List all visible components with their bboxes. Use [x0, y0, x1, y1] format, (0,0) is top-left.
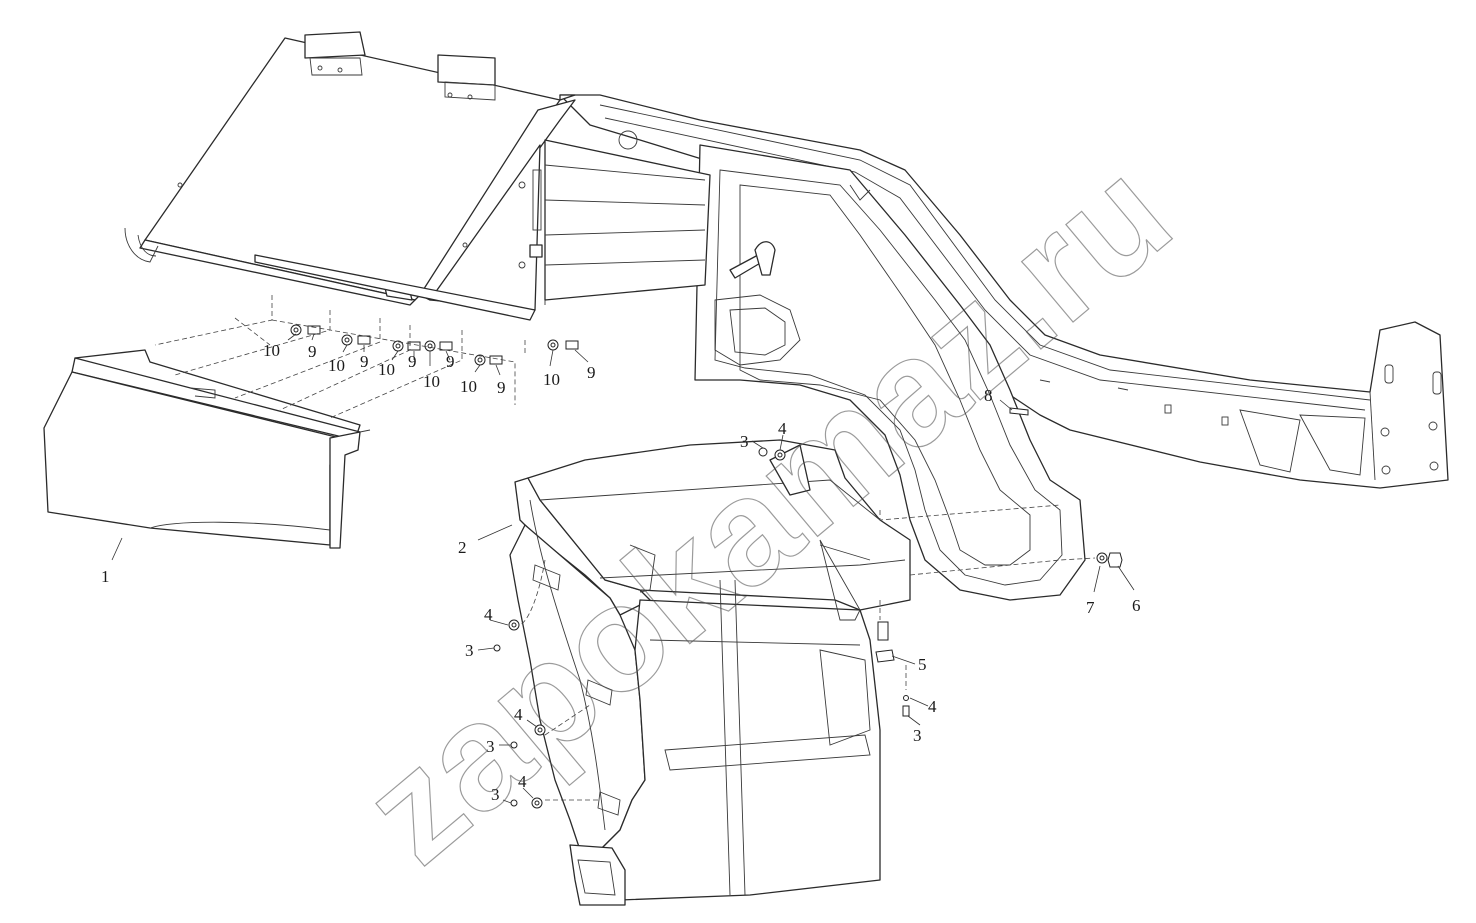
callout-5: 5: [918, 655, 927, 674]
callout-4: 4: [514, 705, 523, 724]
callout-4: 4: [518, 772, 527, 791]
callout-3: 3: [491, 785, 500, 804]
callout-2: 2: [458, 538, 467, 557]
callout-10: 10: [378, 360, 395, 379]
fasteners: [290, 324, 1123, 809]
callout-8: 8: [984, 386, 993, 405]
callout-labels: 1 2 3 4 3 4 3 4 3 4 3 4 5 6 7 8 9 9 9 9 …: [101, 341, 1141, 804]
part-1-side-shield: [43, 349, 371, 549]
bolt-washer-row: [290, 324, 579, 366]
wheel-arch-housing: [694, 144, 1086, 601]
hinged-cover-panel: [124, 31, 711, 321]
callout-10: 10: [543, 370, 560, 389]
callout-10: 10: [328, 356, 345, 375]
callout-9: 9: [308, 342, 317, 361]
latch-lever: [729, 241, 776, 279]
callout-1: 1: [101, 567, 110, 586]
callout-9: 9: [408, 352, 417, 371]
callout-4: 4: [484, 605, 493, 624]
callout-3: 3: [740, 432, 749, 451]
callout-3: 3: [486, 737, 495, 756]
callout-4: 4: [778, 419, 787, 438]
callout-3: 3: [465, 641, 474, 660]
callout-10: 10: [423, 372, 440, 391]
callout-3: 3: [913, 726, 922, 745]
callout-10: 10: [263, 341, 280, 360]
callout-9: 9: [587, 363, 596, 382]
callout-4: 4: [928, 697, 937, 716]
callout-9: 9: [497, 378, 506, 397]
nut-washer-6-7: [1096, 552, 1123, 568]
callout-10: 10: [460, 377, 477, 396]
callout-7: 7: [1086, 598, 1095, 617]
callout-6: 6: [1132, 596, 1141, 615]
clip-8: [1009, 407, 1029, 416]
bolt-washer-set-part2: [493, 447, 910, 809]
callout-9: 9: [360, 352, 369, 371]
leader-lines: [111, 333, 1135, 804]
assembly-dashed-lines: [154, 295, 1096, 801]
callout-9: 9: [446, 352, 455, 371]
part-2-mudguard-shield: [509, 439, 911, 906]
